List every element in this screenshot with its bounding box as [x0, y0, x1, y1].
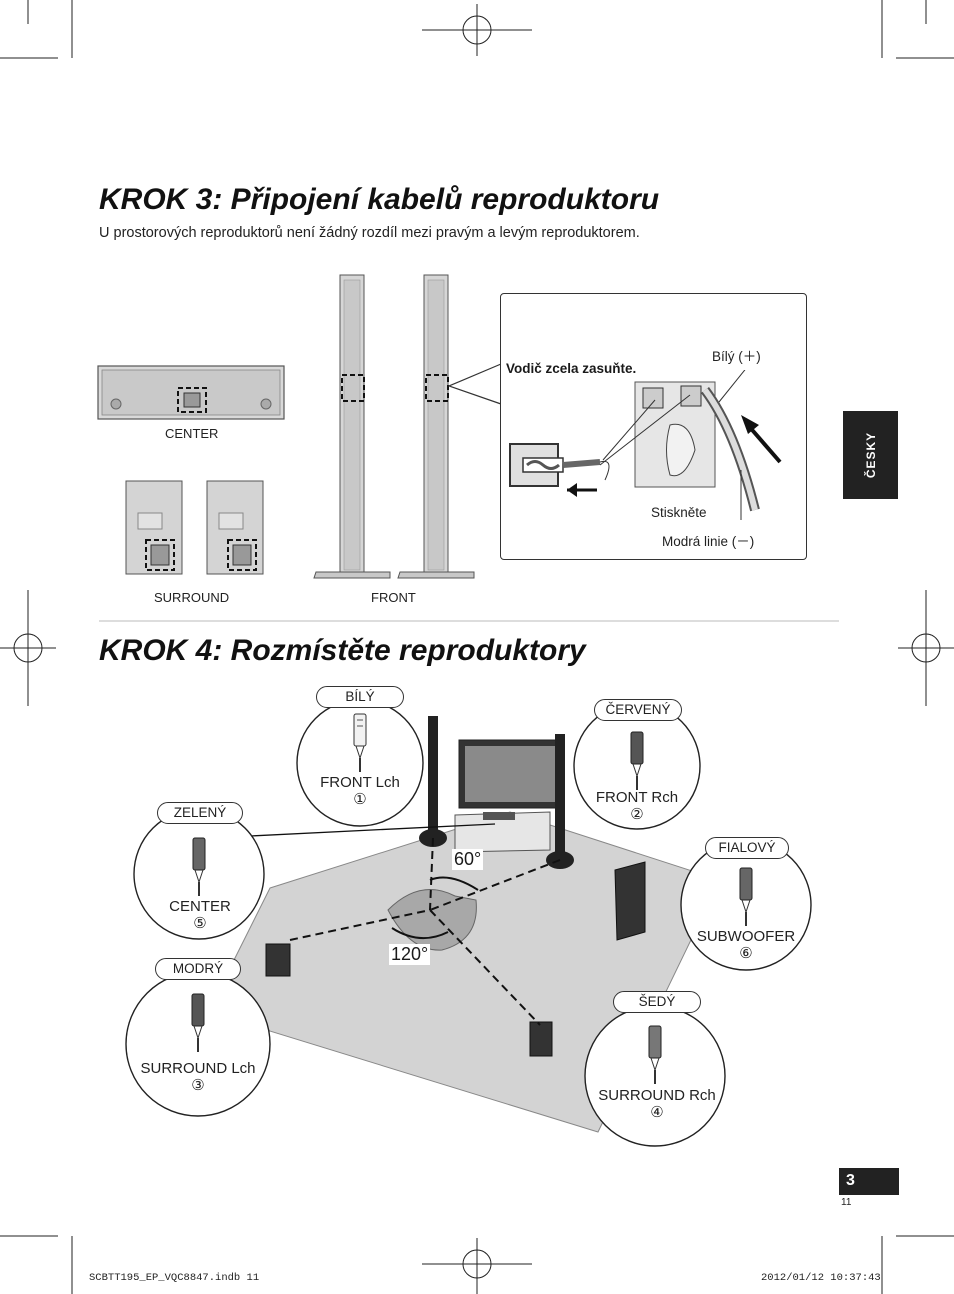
angle-120: 120° [389, 944, 431, 965]
connector-plug-icon [739, 867, 753, 926]
connector-label-front-rch: FRONT Rch ② [577, 789, 697, 823]
color-name-badge: ZELENÝ [157, 802, 243, 824]
white-plus-label: Bílý (＋) [712, 349, 761, 364]
surround-speakers-illustration [125, 480, 264, 575]
connector-number: ④ [650, 1104, 664, 1121]
connector-label-surround-rch: SURROUND Rch ④ [590, 1087, 724, 1121]
color-name-badge: ŠEDÝ [613, 991, 701, 1013]
room-layout-illustration [207, 716, 721, 1133]
language-side-tab: ČESKY [843, 411, 898, 499]
color-name-badge: ČERVENÝ [594, 699, 682, 721]
blue-line-minus-label: Modrá linie (－) [662, 534, 755, 549]
step4-title: KROK 4: Rozmístěte reproduktory [99, 634, 586, 667]
press-label: Stiskněte [651, 505, 707, 520]
connector-label-center: CENTER ⑤ [140, 898, 260, 932]
connector-speaker-name: CENTER [169, 898, 231, 915]
page-small-number: 11 [841, 1197, 852, 1208]
connector-speaker-name: SUBWOOFER [696, 928, 796, 945]
connector-plug-icon [648, 1025, 662, 1084]
connector-number: ⑥ [739, 945, 753, 962]
front-label: FRONT [371, 590, 416, 605]
color-name-badge: MODRÝ [155, 958, 241, 980]
connector-number: ① [353, 791, 367, 808]
connector-plug-icon [192, 837, 206, 896]
section-divider [99, 620, 839, 622]
connector-plug-icon [630, 731, 644, 790]
front-speakers-illustration [313, 274, 475, 579]
connector-label-surround-lch: SURROUND Lch ③ [133, 1060, 263, 1094]
connector-speaker-name: FRONT Lch [320, 774, 400, 791]
connector-plug-icon [191, 993, 205, 1052]
connector-number: ⑤ [193, 915, 207, 932]
wiring-detail-illustration [509, 370, 782, 520]
connector-speaker-name: SURROUND Lch [140, 1060, 256, 1077]
color-name-badge: BÍLÝ [316, 686, 404, 708]
callout-pointer [447, 363, 502, 405]
center-speaker-illustration [97, 365, 285, 420]
connector-number: ② [630, 806, 644, 823]
callout-instruction: Vodič zcela zasuňte. [506, 361, 637, 376]
connector-plug-icon [353, 713, 367, 772]
page-number: 3 [846, 1172, 855, 1189]
center-label: CENTER [165, 426, 219, 441]
step3-title: KROK 3: Připojení kabelů reproduktoru [99, 183, 660, 216]
language-tab-label: ČESKY [863, 431, 878, 479]
footer-file: SCBTT195_EP_VQC8847.indb 11 [89, 1272, 260, 1284]
surround-label: SURROUND [154, 590, 230, 605]
connector-label-subwoofer: SUBWOOFER ⑥ [686, 928, 806, 962]
angle-60: 60° [452, 849, 484, 870]
connector-speaker-name: SURROUND Rch [598, 1087, 716, 1104]
connector-number: ③ [191, 1077, 205, 1094]
connector-label-front-lch: FRONT Lch ① [300, 774, 420, 808]
color-name-badge: FIALOVÝ [705, 837, 789, 859]
page-number-box: 3 [839, 1168, 899, 1195]
connector-speaker-name: FRONT Rch [595, 789, 679, 806]
step3-subtitle: U prostorových reproduktorů není žádný r… [99, 225, 640, 241]
footer-timestamp: 2012/01/12 10:37:43 [761, 1272, 881, 1284]
